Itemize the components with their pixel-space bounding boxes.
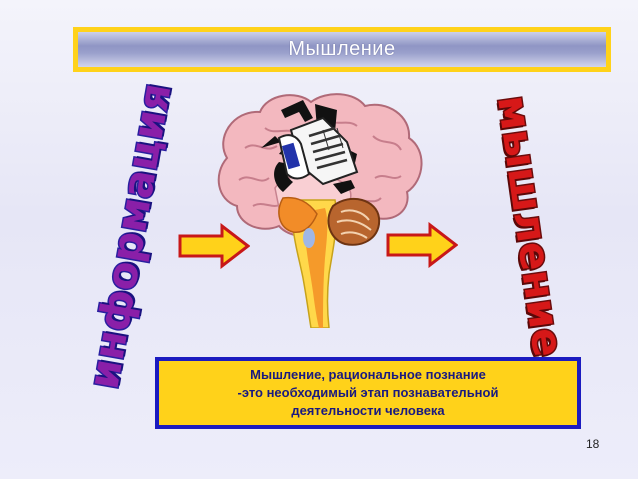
definition-line-2: -это необходимый этап познавательной <box>237 385 499 400</box>
brain-illustration <box>217 93 423 328</box>
right-arrow-icon <box>178 223 250 269</box>
definition-line-1: Мышление, рациональное познание <box>250 367 486 382</box>
right-arrow-icon <box>386 222 458 268</box>
word-art-thinking: мышление <box>486 91 574 361</box>
newspaper-icon <box>277 116 359 186</box>
title-box: Мышление <box>73 27 611 72</box>
slide-title: Мышление <box>288 38 396 60</box>
definition-line-3: деятельности человека <box>291 403 445 418</box>
word-art-information: информация <box>77 78 182 394</box>
definition-box: Мышление, рациональное познание -это нео… <box>155 357 581 429</box>
page-number: 18 <box>586 437 600 451</box>
title-bar: Мышление <box>78 32 606 67</box>
